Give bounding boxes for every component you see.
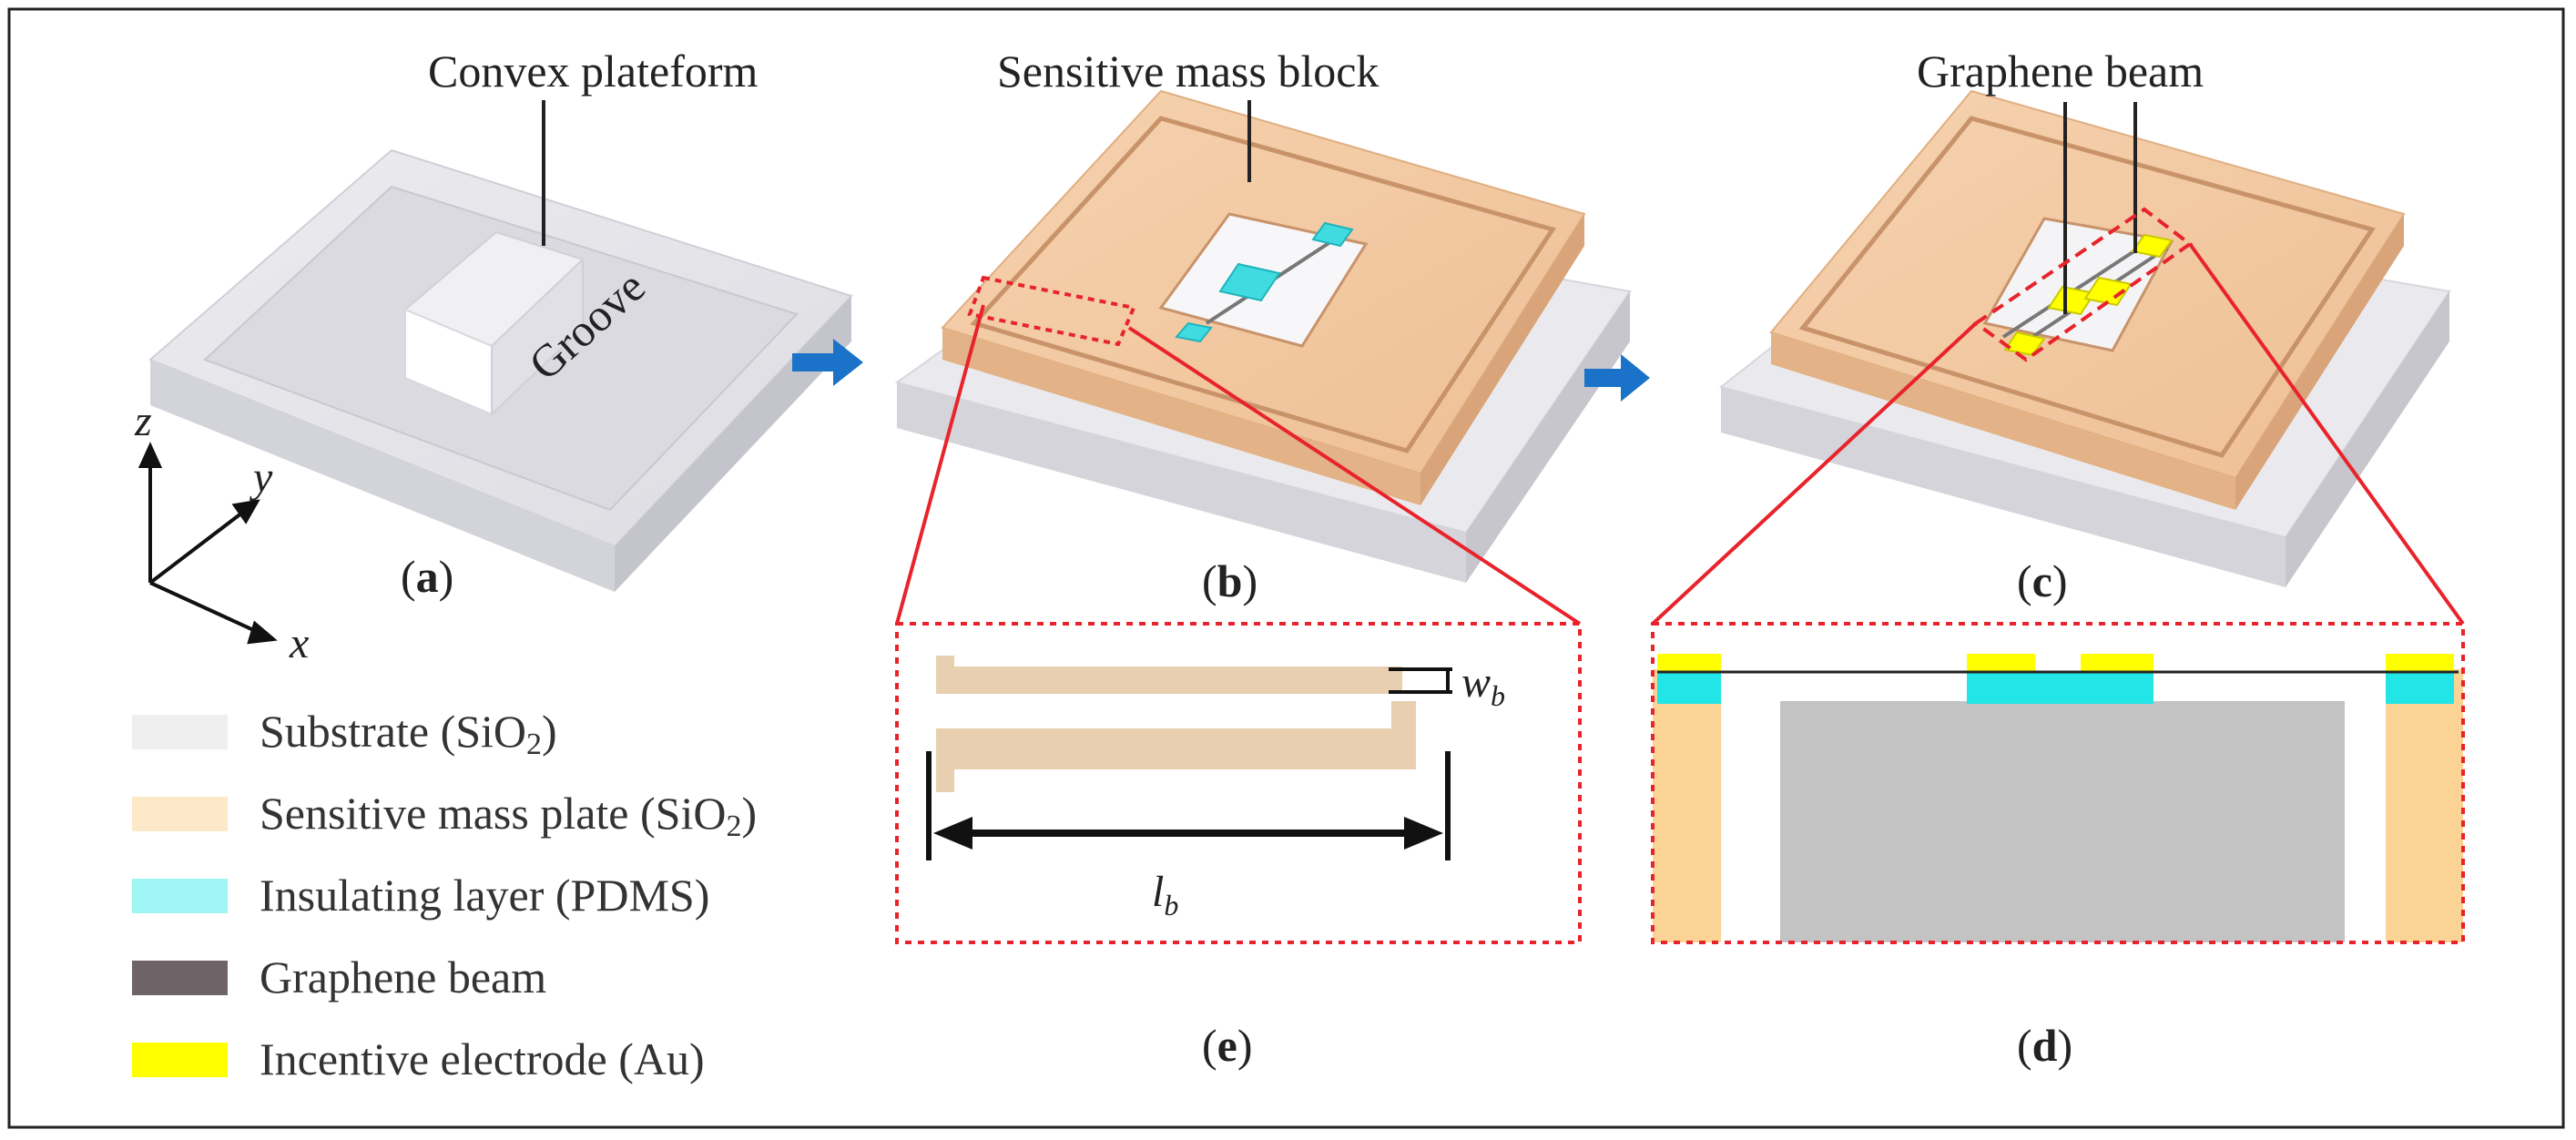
axis-y-label: y [249,453,273,502]
panel-a-substrate [148,100,853,592]
axis-z-label: z [134,397,152,445]
zoom-lines [895,242,2465,626]
caption-e: (e) [1202,1020,1253,1071]
label-sensitive-mass-block: Sensitive mass block [997,46,1379,97]
caption-b: (b) [1202,555,1257,606]
panel-e-beam-detail [926,656,1452,860]
panel-d-cross-section [1653,654,2463,942]
legend-swatch-substrate [132,715,228,749]
legend-label-graphene: Graphene beam [260,952,546,1003]
panel-e-frame [895,622,1582,944]
figure-frame [7,7,2565,1129]
coordinate-axes [137,442,278,645]
arrow-b-to-c [1584,354,1650,402]
label-graphene-beam: Graphene beam [1917,46,2204,97]
label-convex-plateform: Convex plateform [428,46,759,97]
legend-swatch-graphene [132,961,228,995]
arrow-a-to-b [792,339,863,386]
label-wb: wb [1461,658,1505,712]
label-lb: lb [1152,868,1178,921]
caption-c: (c) [2017,555,2068,606]
axis-x-label: x [289,619,309,667]
legend-swatch-pdms [132,879,228,913]
panel-b-mass-block [894,89,1632,583]
legend-swatch-electrode [132,1043,228,1077]
legend-label-pdms: Insulating layer (PDMS) [260,870,709,921]
panel-c-graphene-beam [1718,89,2451,587]
legend-label-mass-plate: Sensitive mass plate (SiO2) [260,788,757,843]
caption-a: (a) [401,551,453,602]
legend-swatch-mass-plate [132,797,228,831]
legend-label-electrode: Incentive electrode (Au) [260,1033,705,1084]
caption-d: (d) [2017,1020,2072,1071]
legend-label-substrate: Substrate (SiO2) [260,706,557,761]
panel-d-frame [1651,622,2465,944]
legend: Substrate (SiO2) Sensitive mass plate (S… [132,706,757,1084]
